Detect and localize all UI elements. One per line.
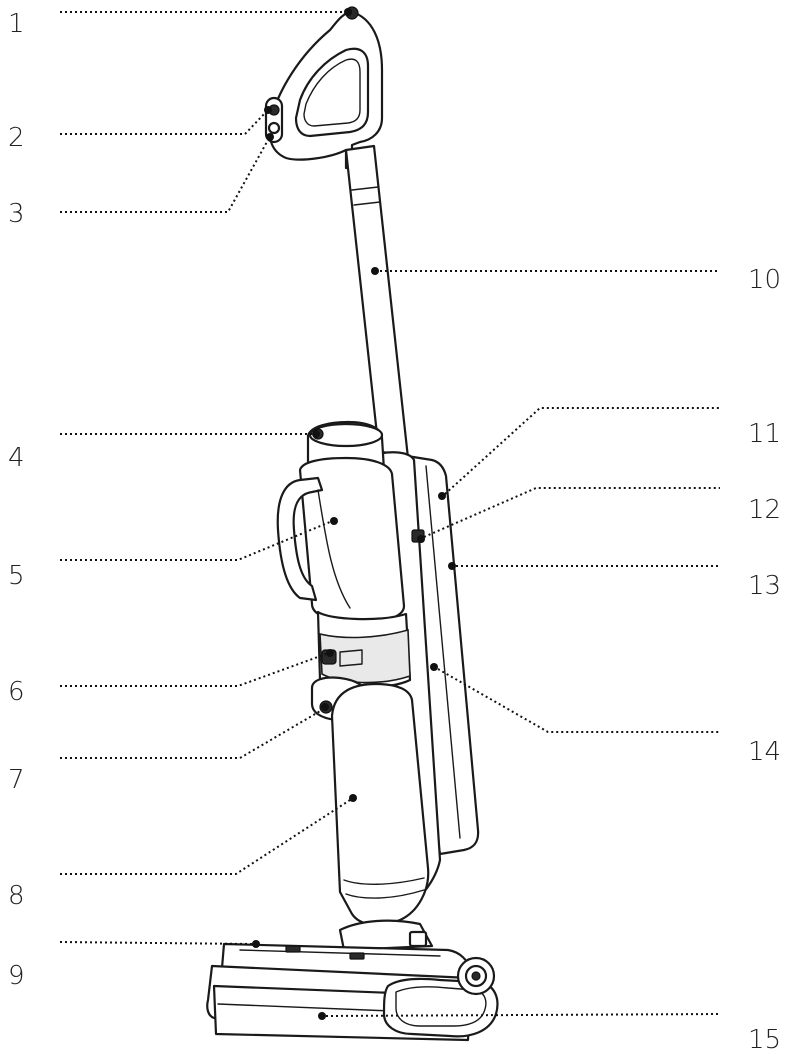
device-illustration — [206, 6, 499, 1042]
callout-10: 10 — [748, 265, 781, 295]
handle — [264, 6, 384, 170]
dirty-water-tank — [330, 682, 430, 926]
self-clean-button-icon — [267, 121, 281, 135]
callout-13: 13 — [748, 571, 781, 601]
callout-12: 12 — [748, 495, 781, 525]
callout-3: 3 — [8, 199, 25, 229]
callout-15: 15 — [748, 1025, 781, 1055]
callout-5: 5 — [8, 561, 25, 591]
extension-tube — [344, 144, 410, 464]
callout-4: 4 — [8, 443, 25, 473]
callout-9: 9 — [8, 961, 25, 991]
leader-lines — [59, 8, 721, 1020]
callout-11: 11 — [748, 419, 781, 449]
floor-head — [206, 942, 499, 1042]
callout-7: 7 — [8, 765, 25, 795]
callout-6: 6 — [8, 677, 25, 707]
callout-labels: 1 2 3 4 5 6 7 8 9 10 11 12 13 14 15 — [8, 9, 781, 1055]
callout-2: 2 — [8, 123, 25, 153]
neck-joint — [338, 919, 434, 952]
clean-water-tank — [276, 456, 406, 624]
callout-1: 1 — [8, 9, 25, 39]
callout-8: 8 — [8, 881, 25, 911]
callout-14: 14 — [748, 737, 781, 767]
